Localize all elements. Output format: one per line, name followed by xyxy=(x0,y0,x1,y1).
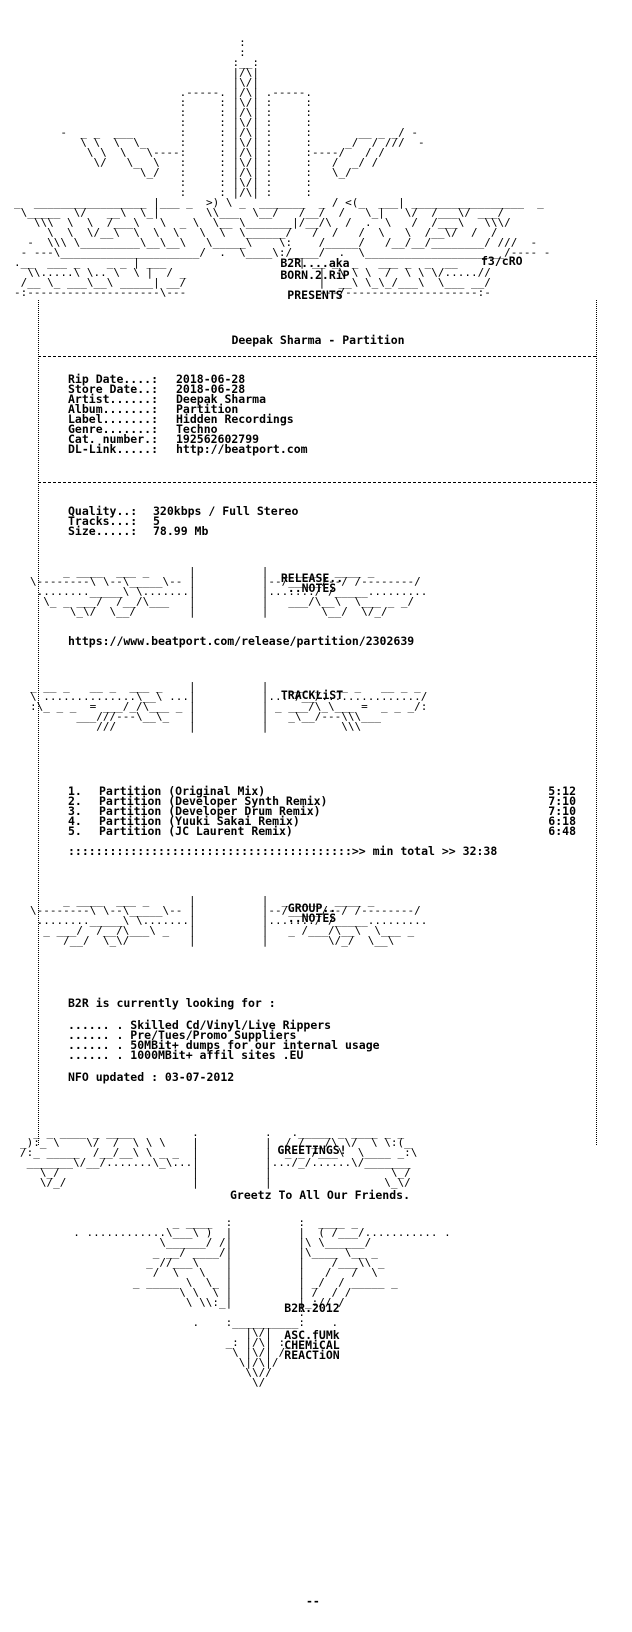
group-notes-title-line1: GROUP.. xyxy=(287,901,337,915)
info-label-rip-date: Rip Date....: xyxy=(68,372,159,386)
looking-item: ...... . 50MBit+ dumps for our internal … xyxy=(68,1038,380,1052)
footer-box-line2: ASC.fUMk xyxy=(284,1328,340,1342)
header-side-art-left: .__ ___ _ _ _ | ___ | __ _ _ ___ _ _ __ … xyxy=(14,256,491,299)
info-value-cat-number: 192562602799 xyxy=(176,432,260,446)
info-label-genre: Genre.......: xyxy=(68,422,159,436)
info-label-cat-number: Cat. number.: xyxy=(68,432,159,446)
info-value-artist: Deepak Sharma xyxy=(176,392,267,406)
quality-value: 320kbps / Full Stereo xyxy=(153,504,299,518)
info-value-rip-date: 2018-06-28 xyxy=(176,372,246,386)
release-notes-banner-art: _ ____ ___ _ | | _ ____ ____ _ \--------… xyxy=(30,565,428,618)
nfo-updated: NFO updated : 03-07-2012 xyxy=(68,1070,235,1084)
info-value-genre: Techno xyxy=(176,422,218,436)
tracks-label: Tracks...: xyxy=(68,514,138,528)
track-time: 7:10 xyxy=(548,804,576,818)
track-title: Partition (Original Mix) xyxy=(99,784,266,798)
track-row: 1. Partition (Original Mix) 5:12 xyxy=(68,784,576,798)
greetings-banner-art: _ _ ____ _ ____ . . ._____ _ ____ _ _ _)… xyxy=(20,1126,418,1189)
footer-box-line1: B2R.2012 xyxy=(284,1301,340,1315)
total-time-line: ::::::::::::::::::::::::::::::::::::::::… xyxy=(68,844,498,858)
looking-item: ...... . Skilled Cd/Vinyl/Live Rippers xyxy=(68,1018,332,1032)
track-row: 5. Partition (JC Laurent Remix) 6:48 xyxy=(68,824,576,838)
track-row: 2. Partition (Developer Synth Remix) 7:1… xyxy=(68,794,576,808)
track-number: 5. xyxy=(68,824,82,838)
group-box-line2: BORN.2.RiP xyxy=(280,268,350,282)
greetings-title: GREETINGS! xyxy=(277,1143,347,1157)
footer-ascii-art: _ ____ : : ____ _ . ............\___\ ) … xyxy=(73,1216,451,1389)
track-title: Partition (Developer Drum Remix) xyxy=(99,804,321,818)
footer-box-line4: REACTiON xyxy=(284,1348,340,1362)
track-title: Partition (JC Laurent Remix) xyxy=(99,824,293,838)
track-title: Partition (Developer Synth Remix) xyxy=(99,794,328,808)
release-notes-title-line2: ..NOTES xyxy=(287,581,337,595)
looking-item: ...... . Pre/Tues/Promo Suppliers xyxy=(68,1028,297,1042)
release-url[interactable]: https://www.beatport.com/release/partiti… xyxy=(68,634,415,648)
info-label-store-date: Store Date..: xyxy=(68,382,159,396)
info-value-album: Partition xyxy=(176,402,239,416)
looking-for-heading: B2R is currently looking for : xyxy=(68,996,276,1010)
frame-inner-right xyxy=(596,300,597,1145)
info-label-album: Album.......: xyxy=(68,402,159,416)
release-notes-title-line1: RELEASE.. xyxy=(280,571,344,585)
info-value-dl-link[interactable]: http://beatport.com xyxy=(176,442,308,456)
track-time: 5:12 xyxy=(548,784,576,798)
tracks-value: 5 xyxy=(153,514,160,528)
track-row: 4. Partition (Yuuki Sakai Remix) 6:18 xyxy=(68,814,576,828)
info-value-store-date: 2018-06-28 xyxy=(176,382,246,396)
group-notes-banner-art: _ ____ ___ _ | | _ ____ ____ _ \--------… xyxy=(30,894,428,947)
divider xyxy=(38,356,596,357)
track-number: 3. xyxy=(68,804,82,818)
track-time: 6:18 xyxy=(548,814,576,828)
info-label-dl-link: DL-Link.....: xyxy=(68,442,159,456)
end-mark: -- xyxy=(306,1594,320,1608)
track-time: 6:48 xyxy=(548,824,576,838)
track-row: 3. Partition (Developer Drum Remix) 7:10 xyxy=(68,804,576,818)
info-label-label: Label.......: xyxy=(68,412,159,426)
divider xyxy=(38,482,596,483)
size-label: Size.....: xyxy=(68,524,138,538)
info-label-artist: Artist......: xyxy=(68,392,159,406)
quality-label: Quality..: xyxy=(68,504,138,518)
group-box-line3: PRESENTS xyxy=(287,288,343,302)
footer-box-line3: CHEMiCAL xyxy=(284,1338,340,1352)
size-value: 78.99 Mb xyxy=(153,524,209,538)
greetz-text: Greetz To All Our Friends. xyxy=(229,1188,410,1202)
group-box-line1: B2R....aka xyxy=(280,256,350,270)
release-title: Deepak Sharma - Partition xyxy=(231,333,405,347)
group-notes-title-line2: ..NOTES xyxy=(287,911,337,925)
header-ascii-art: : : :__: |/\| |\/| .-----. |/\| .-----. xyxy=(14,36,551,259)
track-number: 4. xyxy=(68,814,82,828)
frame-inner-left xyxy=(38,300,39,1145)
tracklist-banner-art: _ __ _ __ _ ___ _ | | ___ _ __ _ __ _ _ … xyxy=(30,680,428,733)
info-value-label: Hidden Recordings xyxy=(176,412,294,426)
credit: f3/cRO xyxy=(481,254,523,268)
tracklist-title: TRACKLiST xyxy=(280,688,344,702)
track-number: 2. xyxy=(68,794,82,808)
track-title: Partition (Yuuki Sakai Remix) xyxy=(99,814,300,828)
track-number: 1. xyxy=(68,784,82,798)
looking-item: ...... . 1000MBit+ affil sites .EU xyxy=(68,1048,304,1062)
track-time: 7:10 xyxy=(548,794,576,808)
